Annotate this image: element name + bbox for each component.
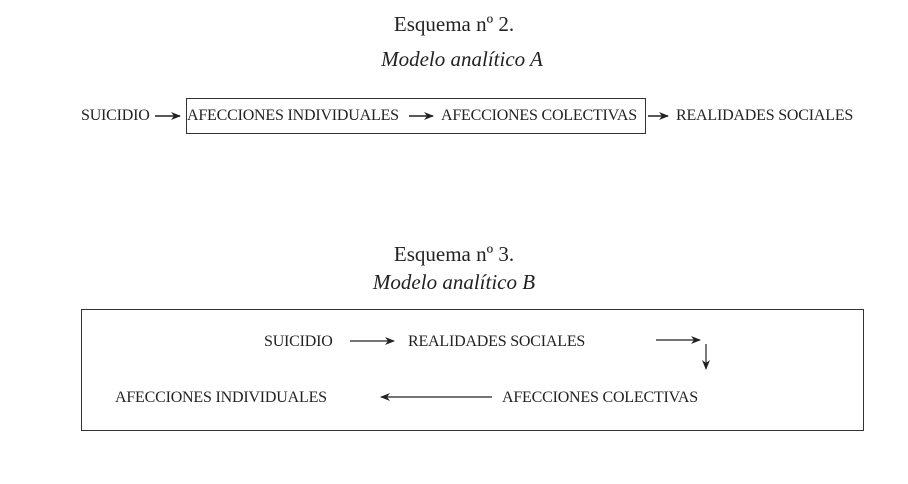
schema-a-node-afecciones-colectivas: AFECCIONES COLECTIVAS — [441, 107, 637, 124]
schema-b-node-afecciones-colectivas: AFECCIONES COLECTIVAS — [502, 389, 698, 406]
schema-b-node-afecciones-individuales: AFECCIONES INDIVIDUALES — [115, 389, 327, 406]
schema-b-node-suicidio: SUICIDIO — [264, 333, 333, 350]
schema-a-node-suicidio: SUICIDIO — [81, 107, 150, 124]
schema-b-title: Esquema nº 3. — [393, 242, 515, 266]
schema-a-subtitle: Modelo analítico A — [381, 47, 543, 71]
schema-b-box — [81, 309, 864, 431]
schema-b-node-realidades-sociales: REALIDADES SOCIALES — [408, 333, 586, 350]
schema-b-subtitle: Modelo analítico B — [372, 270, 536, 294]
schema-a-title: Esquema nº 2. — [393, 12, 515, 36]
schema-a-group-box — [186, 98, 646, 134]
schema-a-node-afecciones-individuales: AFECCIONES INDIVIDUALES — [187, 107, 399, 124]
schema-a-node-realidades-sociales: REALIDADES SOCIALES — [676, 107, 854, 124]
